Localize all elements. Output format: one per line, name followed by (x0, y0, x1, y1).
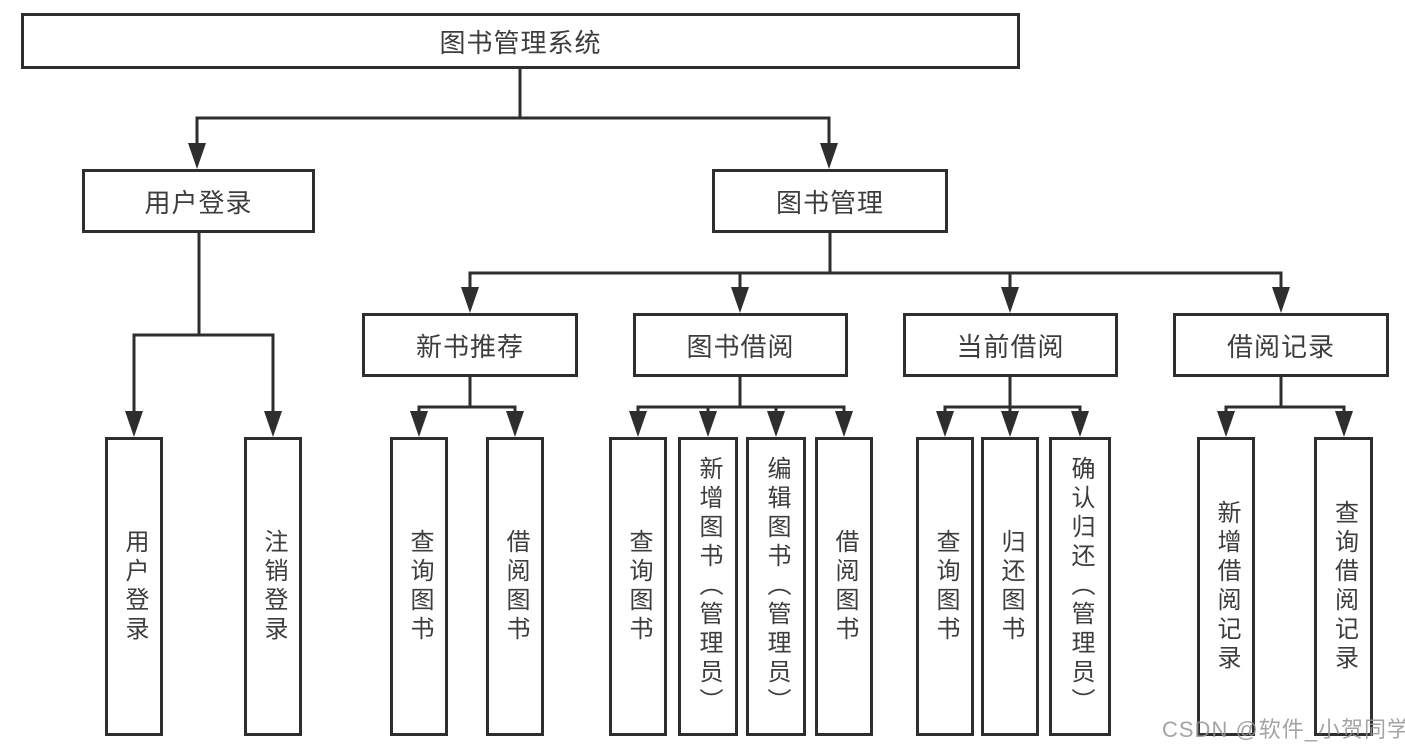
node-book-borrowing: 图书借阅 (633, 313, 848, 377)
leaf-label: 新增借阅记录 (1213, 499, 1240, 674)
leaf-return-books: 归还图书 (981, 437, 1039, 736)
leaf-label: 查询图书 (932, 528, 959, 645)
leaf-borrow-books: 借阅图书 (815, 437, 873, 736)
leaf-label: 用户登录 (121, 528, 148, 645)
leaf-label: 借阅图书 (831, 528, 858, 645)
leaf-confirm-return-admin: 确认归还（管理员） (1049, 437, 1111, 736)
leaf-label: 查询图书 (406, 528, 433, 645)
node-label: 新书推荐 (415, 331, 524, 362)
node-user-login: 用户登录 (82, 169, 315, 233)
node-current-borrowing: 当前借阅 (903, 313, 1118, 377)
node-label: 借阅记录 (1226, 331, 1335, 362)
leaf-label: 归还图书 (997, 528, 1024, 645)
node-borrowing-records: 借阅记录 (1173, 313, 1389, 377)
leaf-query-books: 查询图书 (916, 437, 974, 736)
leaf-user-login: 用户登录 (105, 437, 163, 736)
leaf-label: 确认归还（管理员） (1067, 456, 1094, 717)
csdn-watermark: CSDN @软件_小贺同学 (1162, 717, 1405, 742)
leaf-label: 注销登录 (260, 528, 287, 645)
leaf-query-borrow-record: 查询借阅记录 (1314, 437, 1373, 736)
leaf-label: 新增图书（管理员） (695, 456, 722, 717)
leaf-edit-books-admin: 编辑图书（管理员） (746, 437, 806, 736)
node-label: 图书管理系统 (439, 27, 602, 58)
leaf-query-books: 查询图书 (609, 437, 667, 736)
leaf-label: 借阅图书 (502, 528, 529, 645)
node-book-management: 图书管理 (712, 169, 948, 233)
node-new-book-recommendation: 新书推荐 (362, 313, 578, 377)
leaf-borrow-books: 借阅图书 (486, 437, 544, 736)
leaf-query-books: 查询图书 (390, 437, 448, 736)
leaf-label: 编辑图书（管理员） (763, 456, 790, 717)
node-label: 当前借阅 (956, 331, 1065, 362)
node-library-management-system: 图书管理系统 (21, 13, 1020, 69)
leaf-label: 查询借阅记录 (1330, 499, 1358, 674)
leaf-add-borrow-record: 新增借阅记录 (1197, 437, 1255, 736)
node-label: 用户登录 (144, 187, 253, 218)
node-label: 图书管理 (775, 187, 884, 218)
leaf-add-books-admin: 新增图书（管理员） (678, 437, 738, 736)
leaf-logout: 注销登录 (244, 437, 302, 736)
leaf-label: 查询图书 (625, 528, 652, 645)
node-label: 图书借阅 (686, 331, 795, 362)
